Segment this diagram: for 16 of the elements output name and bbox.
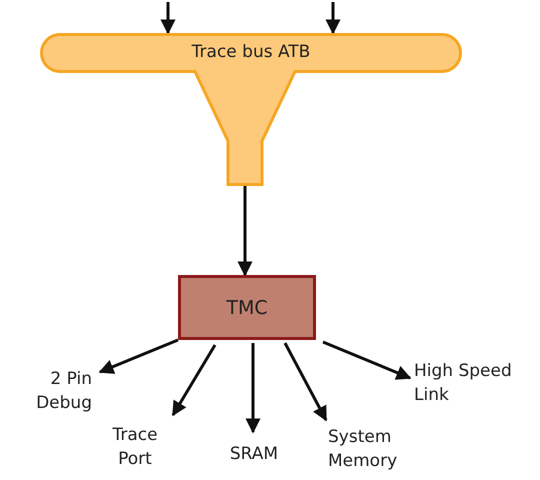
arrow: [172, 344, 216, 416]
output-label: High Speed Link: [414, 360, 529, 416]
arrow: [322, 340, 412, 380]
output-label: System Memory: [328, 426, 428, 480]
tmc-box: TMC: [178, 275, 316, 340]
arrow: [246, 343, 260, 434]
trace-bus-funnel: [40, 33, 462, 186]
output-label: Trace Port: [100, 424, 170, 480]
arrow: [160, 2, 176, 34]
arrow: [98, 338, 179, 374]
output-label: 2 Pin Debug: [20, 368, 92, 428]
arrow: [284, 342, 328, 422]
arrow: [326, 2, 340, 34]
output-label: SRAM: [222, 443, 286, 469]
bus-label: Trace bus ATB: [190, 42, 312, 62]
arrow: [238, 186, 252, 276]
